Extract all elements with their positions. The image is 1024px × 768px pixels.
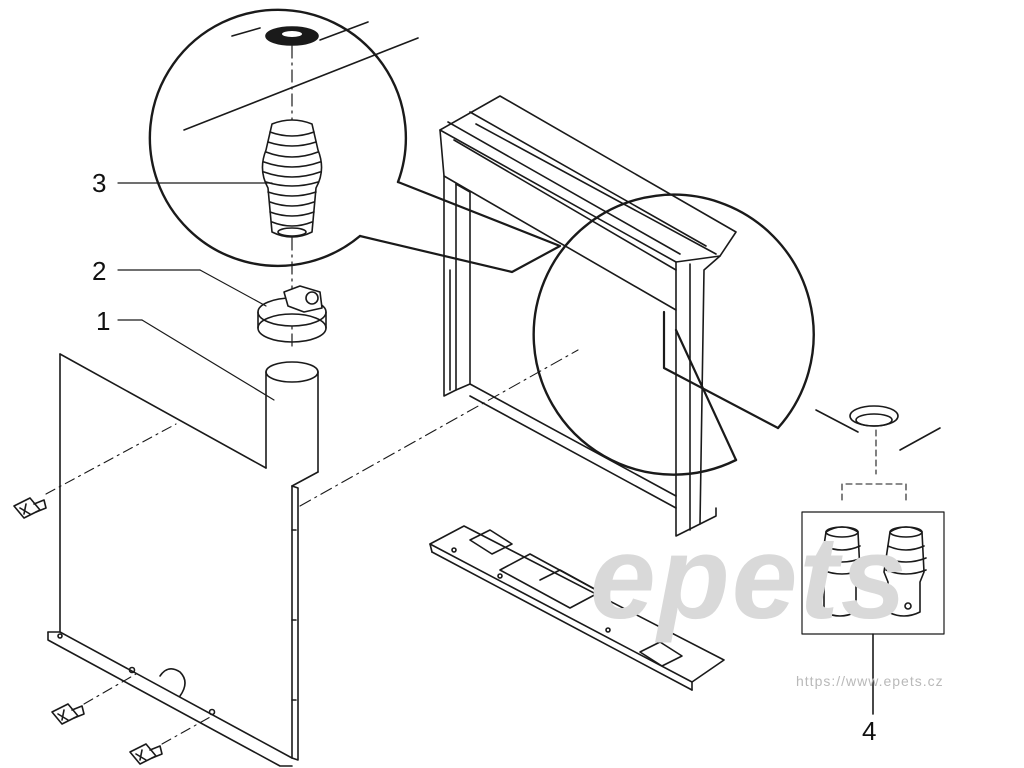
callout-2-label: 2 — [92, 256, 107, 286]
screw-left-lower — [51, 673, 137, 725]
callout-3-label: 3 — [92, 168, 107, 198]
part-2-hose-clamp — [257, 285, 327, 343]
watermark-url: https://www.epets.cz — [796, 673, 944, 689]
callout-4-label: 4 — [862, 716, 877, 746]
front-panel — [47, 353, 319, 767]
back-frame — [439, 95, 780, 537]
base-plate — [429, 525, 725, 691]
detail-circle-bottom — [532, 193, 945, 715]
part-3-bellows-hose — [261, 119, 323, 238]
screw-left-upper — [13, 423, 177, 519]
detail-circle-top — [148, 8, 562, 351]
part-1-pipe — [265, 361, 319, 473]
watermark-logo: epets — [590, 512, 909, 644]
callout-1-label: 1 — [96, 306, 111, 336]
assembly-axis-line — [299, 349, 579, 507]
screw-bottom — [129, 715, 213, 765]
callout-leaders — [117, 182, 275, 401]
